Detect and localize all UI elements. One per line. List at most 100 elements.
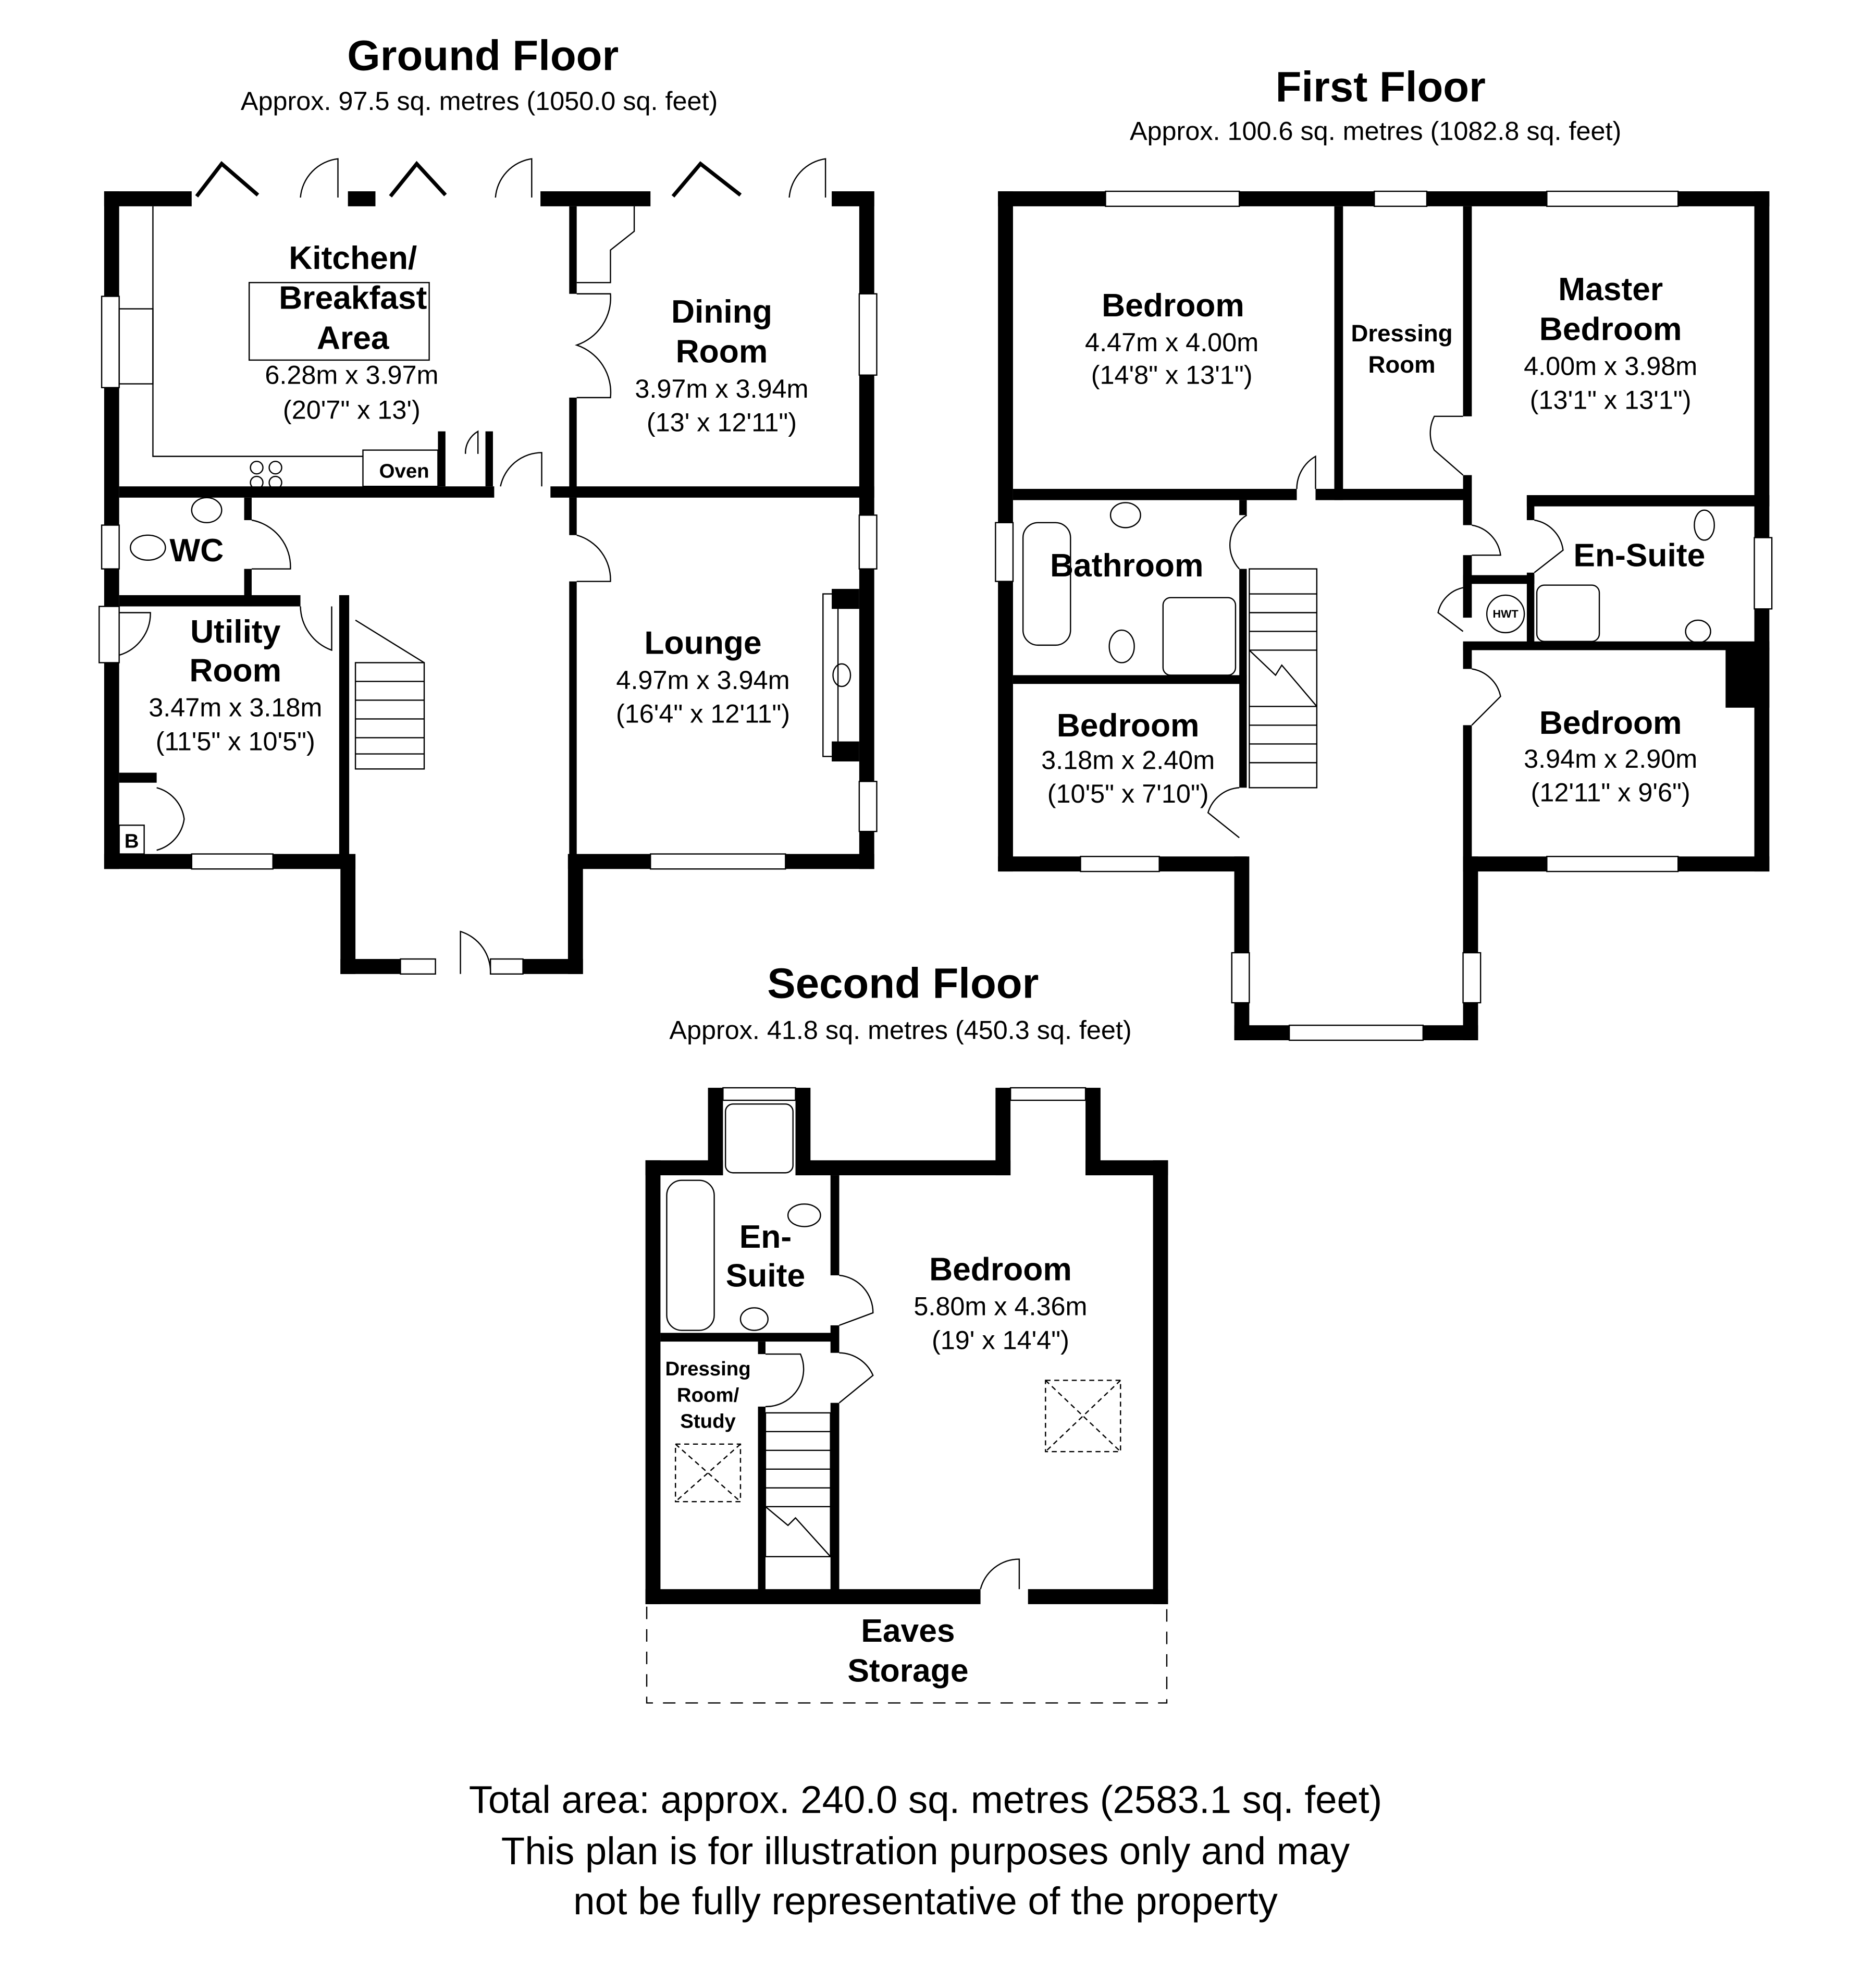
door-swing [1229,514,1248,570]
boiler-label: B [125,830,139,853]
room-label-dining: Dining [671,294,772,330]
room-label-utility: Utility [190,614,281,650]
window [1288,1024,1424,1041]
ground-floor: Ground Floor Approx. 97.5 sq. metres (10… [98,32,878,975]
window [1105,190,1240,207]
room-dim-imperial: (16'4" x 12'11") [616,699,790,729]
door-swing [839,1274,874,1326]
door-swing [1471,668,1501,726]
room-label-eaves: Storage [847,1653,968,1689]
door-swing [1429,415,1464,476]
skylight [675,1443,742,1503]
door-swing [500,452,542,487]
door-swing [838,1352,874,1404]
room-dim-imperial: (13'1" x 13'1") [1530,385,1692,414]
door-swing [495,158,533,198]
room-label-ensuite: En-Suite [1573,538,1705,574]
room-label-lounge: Lounge [644,625,761,661]
staircase [1249,568,1318,789]
room-label-kitchen: Kitchen/ [289,240,417,276]
bifold-door [671,161,742,198]
room-label-eaves: Eaves [861,1613,955,1649]
room-dim-metric: 3.18m x 2.40m [1041,745,1215,774]
staircase [764,1412,831,1557]
room-dim-metric: 5.80m x 4.36m [914,1292,1087,1321]
door-swing [1472,524,1501,556]
window [101,296,120,388]
sink-icon [118,308,154,385]
room-label-bedroom: Bedroom [1057,708,1200,744]
ground-windows [98,158,878,975]
room-label-master: Master [1558,272,1663,308]
first-floor-area: Approx. 100.6 sq. metres (1082.8 sq. fee… [1130,116,1621,146]
window [858,781,878,832]
room-dim-metric: 4.00m x 3.98m [1524,351,1697,381]
oven-unit [362,449,439,487]
hwt-label: HWT [1493,607,1519,620]
staircase [354,619,425,770]
room-dim-imperial: (10'5" x 7'10") [1047,779,1209,808]
room-label-utility: Room [189,653,281,688]
room-label-bedroom: Bedroom [1102,288,1244,324]
door-swing [1296,455,1316,489]
room-label-dining: Room [676,334,768,370]
room-dim-imperial: (19' x 14'4") [932,1325,1069,1355]
room-dim-imperial: (12'11" x 9'6") [1531,778,1690,807]
first-windows [995,190,1773,1041]
disclaimer-line: This plan is for illustration purposes o… [501,1829,1350,1873]
room-dim-imperial: (11'5" x 10'5") [156,726,315,756]
front-door-swing [460,930,491,974]
window [722,1087,796,1101]
second-windows [722,1087,1087,1101]
door-swing [1207,787,1240,839]
hob-icon [268,461,282,475]
hob-icon [268,475,282,490]
window [858,514,878,570]
room-label-bathroom: Bathroom [1050,548,1203,584]
ground-walls [104,191,874,974]
disclaimer-line: not be fully representative of the prope… [573,1879,1278,1923]
room-dim-metric: 4.47m x 4.00m [1085,327,1258,357]
double-door-swing [574,293,612,399]
room-dim-metric: 3.47m x 3.18m [149,693,322,722]
door-swing [464,430,479,454]
door-swing [1534,519,1564,573]
room-dim-metric: 3.97m x 3.94m [635,374,808,403]
room-dim-metric: 4.97m x 3.94m [616,665,789,695]
hob-icon [250,475,264,490]
shower-icon [1536,584,1600,642]
window [650,853,786,870]
window [489,958,524,975]
window [400,958,436,975]
bifold-door [195,161,260,198]
second-floor-area: Approx. 41.8 sq. metres (450.3 sq. feet) [669,1015,1131,1045]
bath-icon [666,1179,715,1331]
basin-icon [191,497,223,523]
door-swing [1437,587,1464,632]
cupboard [576,206,635,284]
basin-icon [1109,502,1141,528]
first-floor: First Floor Approx. 100.6 sq. metres (10… [995,63,1773,1041]
door-swing [119,612,151,656]
shower-icon [724,1103,794,1174]
fireplace [822,593,839,757]
room-dim-metric: 6.28m x 3.97m [265,360,438,389]
window [1374,190,1428,207]
footer: Total area: approx. 240.0 sq. metres (25… [469,1778,1383,1923]
room-dim-metric: 3.94m x 2.90m [1524,744,1697,773]
bath-icon [1022,522,1071,646]
door-swing [980,1558,1020,1590]
second-floor-title: Second Floor [767,960,1039,1007]
basin-icon [1685,619,1711,644]
ground-floor-area: Approx. 97.5 sq. metres (1050.0 sq. feet… [241,86,718,116]
room-label-dressing-study: Dressing [665,1358,750,1380]
window [191,853,274,870]
cupboard-doors [156,787,185,851]
room-label-bedroom: Bedroom [1539,705,1682,741]
skylight [1045,1380,1121,1453]
hot-water-tank [1486,594,1525,634]
room-label-ensuite: En- [739,1219,792,1255]
room-dim-imperial: (20'7" x 13') [283,395,421,425]
oven-label: Oven [379,460,429,482]
